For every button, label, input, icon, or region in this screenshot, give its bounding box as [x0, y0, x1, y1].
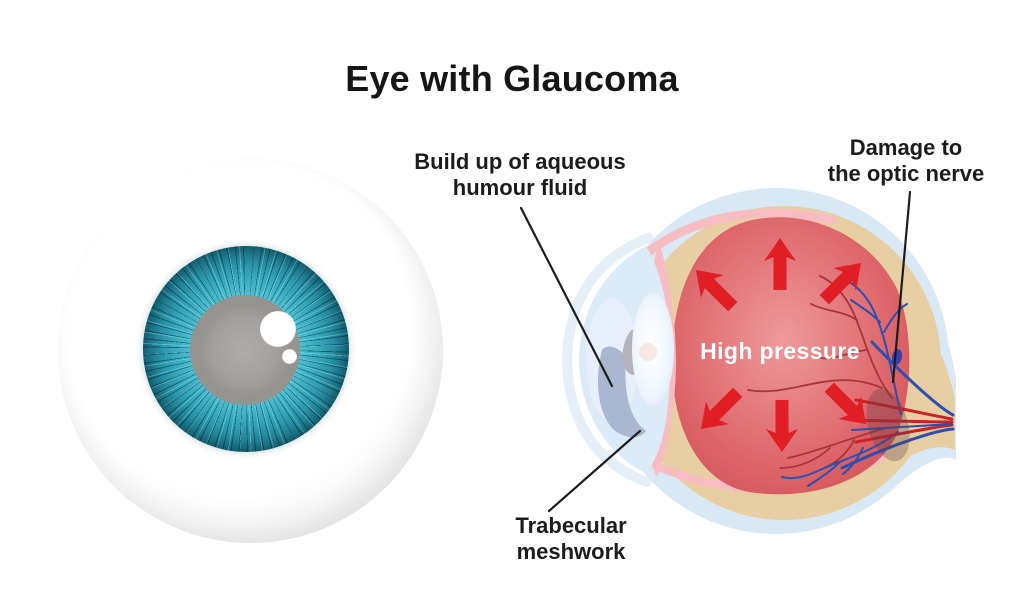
label-trabecular-meshwork: Trabecular meshwork: [515, 513, 626, 565]
label-aqueous-line1: Build up of aqueous: [414, 149, 626, 174]
front-eye-illustration: [58, 158, 443, 543]
label-high-pressure: High pressure: [700, 338, 860, 364]
page-title: Eye with Glaucoma: [345, 58, 679, 100]
cornea-halo: [561, 233, 653, 487]
leader-line-aqueous: [519, 206, 614, 388]
label-aqueous-line2: humour fluid: [452, 175, 588, 200]
label-trabecular-line2: meshwork: [516, 539, 626, 564]
label-optic-line1: Damage to: [849, 135, 963, 160]
leader-line-trabecular: [547, 429, 642, 513]
optic-nerve-head-shadow: [866, 388, 910, 462]
pupil-highlight-large: [260, 311, 296, 347]
label-optic-nerve-damage: Damage to the optic nerve: [828, 135, 984, 187]
aqueous-humour-buildup: [598, 346, 646, 438]
retinal-vessels-red: [747, 275, 893, 469]
lens: [632, 293, 674, 405]
pupil-highlight-small: [282, 349, 297, 364]
leader-line-optic-nerve: [891, 190, 912, 384]
label-optic-line2: the optic nerve: [827, 161, 985, 186]
label-trabecular-line1: Trabecular: [515, 513, 627, 538]
vitreous-high-pressure-chamber: [672, 217, 910, 495]
label-aqueous-buildup: Build up of aqueous humour fluid: [414, 149, 625, 201]
